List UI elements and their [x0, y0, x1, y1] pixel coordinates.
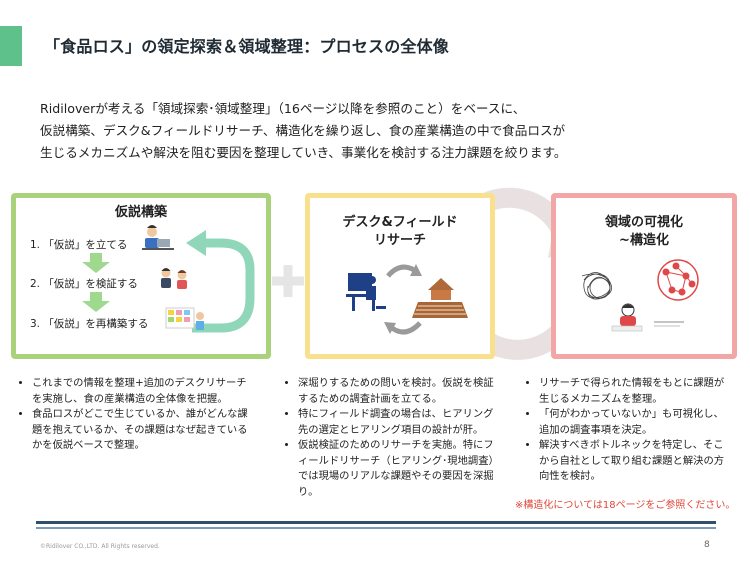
visualize-bullets: リサーチで得られた情報をもとに課題が生じるメカニズムを整理。 「何がわかっていな… [527, 376, 732, 485]
bullet-item: これまでの情報を整理+追加のデスクリサーチを実施し、食の産業構造の全体像を把握。 [32, 376, 250, 407]
sticky-notes-icon [166, 308, 204, 330]
visualize-panel: 領域の可視化 ~構造化 [551, 193, 737, 359]
structuring-note: ※構造化については18ページをご参照ください。 [515, 496, 735, 511]
bullet-item: 仮説検証のためのリサーチを実施。特にフィールドリサーチ（ヒアリング･現地調査）で… [298, 438, 501, 500]
bullet-item: 食品ロスがどこで生じているか、誰がどんな課題を抱えているか、その課題はなぜ起きて… [32, 407, 250, 454]
person-laptop-icon [142, 225, 174, 250]
research-bullets: 深堀りするための問いを検討。仮説を検証するための調査計画を立てる。 特にフィール… [286, 376, 501, 500]
desk-worker-icon [346, 273, 386, 311]
hypothesis-panel: 仮説構築 1. 「仮説」を立てる 2. 「仮説」を検証する 3. 「仮説」を再構… [11, 193, 271, 359]
people-talking-icon [161, 268, 187, 289]
footer-rule-thin [36, 527, 716, 529]
research-illustrations [310, 198, 490, 358]
visualize-illustrations [556, 198, 732, 358]
thinking-person-icon [612, 304, 642, 331]
research-panel: デスク&フィールド リサーチ [305, 193, 495, 359]
tangled-scribble-icon [582, 272, 612, 299]
footer-rule [36, 521, 716, 524]
bullet-item: 「何がわかっていないか」も可視化し、追加の調査事項を決定。 [539, 407, 732, 438]
down-arrow-icon [82, 253, 110, 312]
hypothesis-illustrations [16, 198, 266, 358]
hypothesis-bullets: これまでの情報を整理+追加のデスクリサーチを実施し、食の産業構造の全体像を把握。… [20, 376, 250, 454]
farm-field-icon [412, 278, 468, 318]
page-number: 8 [704, 540, 710, 550]
bullet-item: リサーチで得られた情報をもとに課題が生じるメカニズムを整理。 [539, 376, 732, 407]
document-icon [654, 322, 684, 326]
bullet-item: 特にフィールド調査の場合は、ヒアリング先の選定とヒアリング項目の設計が肝。 [298, 407, 501, 438]
bullet-item: 解決すべきボトルネックを特定し、そこから自社として取り組む課題と解決の方向性を検… [539, 438, 732, 485]
network-diagram-icon [658, 260, 698, 300]
bullet-item: 深堀りするための問いを検討。仮説を検証するための調査計画を立てる。 [298, 376, 501, 407]
copyright: ©Ridilover CO.,LTD. All Rights reserved. [40, 543, 160, 550]
